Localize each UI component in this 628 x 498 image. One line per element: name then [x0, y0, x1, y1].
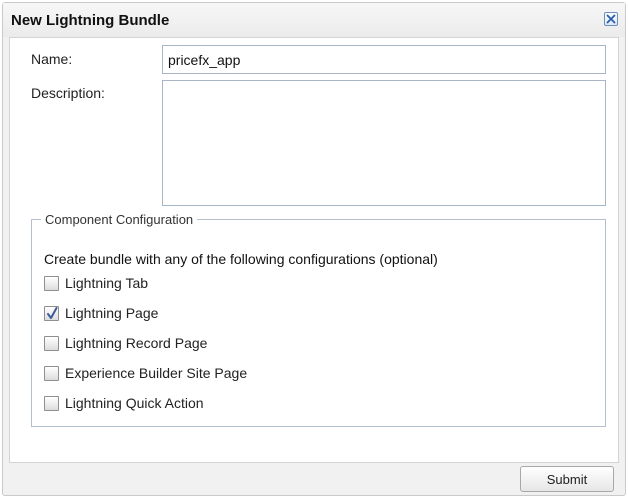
- experience-builder-site-page-checkbox[interactable]: [44, 365, 59, 381]
- lightning-quick-action-label: Lightning Quick Action: [65, 395, 204, 411]
- component-configuration-fieldset: Component Configuration Create bundle wi…: [31, 212, 606, 427]
- experience-builder-site-page-label: Experience Builder Site Page: [65, 365, 248, 381]
- configuration-intro-text: Create bundle with any of the following …: [44, 251, 438, 267]
- description-input[interactable]: [162, 80, 606, 206]
- name-label: Name:: [31, 51, 73, 67]
- option-experience-builder-site-page[interactable]: Experience Builder Site Page: [44, 364, 247, 382]
- lightning-tab-checkbox[interactable]: [44, 275, 59, 291]
- description-label: Description:: [31, 85, 105, 101]
- option-lightning-tab[interactable]: Lightning Tab: [44, 274, 148, 292]
- lightning-page-checkbox[interactable]: [44, 305, 59, 321]
- lightning-tab-label: Lightning Tab: [65, 275, 149, 291]
- lightning-quick-action-checkbox[interactable]: [44, 395, 59, 411]
- name-input[interactable]: [162, 45, 606, 74]
- lightning-record-page-checkbox[interactable]: [44, 335, 59, 351]
- lightning-record-page-label: Lightning Record Page: [65, 335, 208, 351]
- dialog-titlebar: New Lightning Bundle: [3, 3, 625, 37]
- dialog-title: New Lightning Bundle: [11, 12, 170, 29]
- option-lightning-quick-action[interactable]: Lightning Quick Action: [44, 394, 204, 412]
- close-icon: [606, 14, 616, 24]
- option-lightning-record-page[interactable]: Lightning Record Page: [44, 334, 207, 352]
- submit-button[interactable]: Submit: [520, 466, 614, 492]
- close-button[interactable]: [604, 12, 618, 26]
- lightning-page-label: Lightning Page: [65, 305, 159, 321]
- component-configuration-legend: Component Configuration: [45, 212, 194, 227]
- dialog-footer: Submit: [3, 461, 625, 495]
- option-lightning-page[interactable]: Lightning Page: [44, 304, 158, 322]
- dialog-content: Name: Description: Component Configurati…: [9, 37, 619, 463]
- checkmark-icon: [47, 306, 58, 319]
